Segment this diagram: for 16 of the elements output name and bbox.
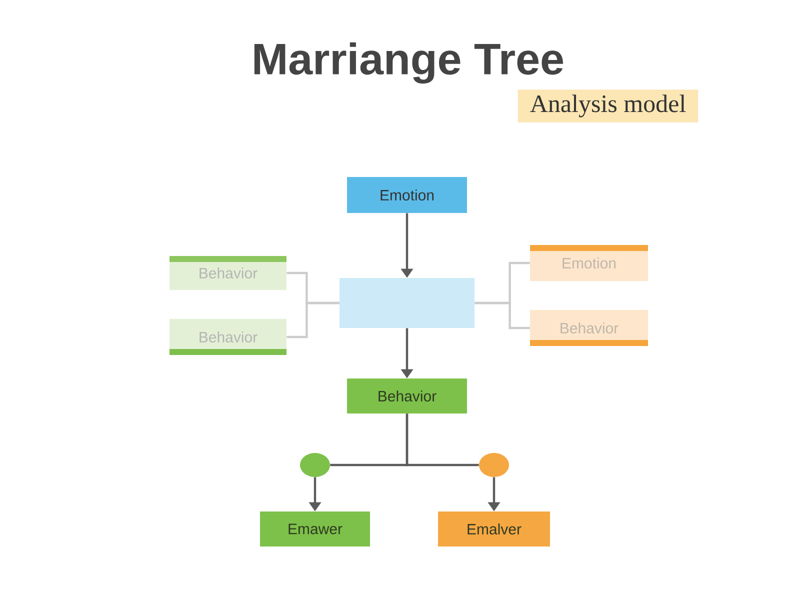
subtitle-tag: Analysis model [518,90,698,122]
connector-line [406,414,479,466]
title: Marriange Tree [254,42,563,84]
connector-line [286,302,340,338]
faded-box: Behavior [170,319,286,355]
junction-dot [300,453,330,477]
behavior-box: Behavior [347,378,467,414]
junction-dot [479,453,509,477]
faded-box: Emotion [530,245,648,281]
emotion-box: Emotion [347,177,467,213]
faded-box: Behavior [170,256,286,290]
center-box [340,278,474,328]
faded-box: Behavior [530,310,648,346]
connector-line [474,302,530,330]
result-box: Emawer [260,512,370,546]
result-box: Emalver [438,512,550,546]
